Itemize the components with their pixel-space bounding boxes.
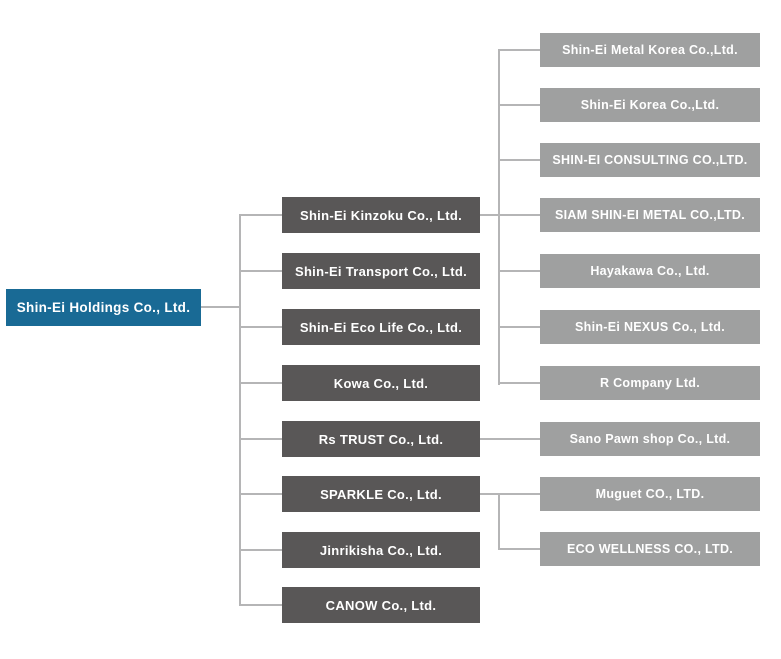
node-shin-ei-nexus: Shin-Ei NEXUS Co., Ltd. xyxy=(540,310,760,344)
connector-trunk-kinzoku-group xyxy=(498,49,500,385)
connector-branch-jinrikisha xyxy=(239,549,283,551)
node-shin-ei-holdings: Shin-Ei Holdings Co., Ltd. xyxy=(6,289,201,326)
connector-branch-sparkle xyxy=(239,493,283,495)
node-rs-trust: Rs TRUST Co., Ltd. xyxy=(282,421,480,457)
connector-root-to-trunk xyxy=(200,306,241,308)
connector-branch-eco-wellness xyxy=(498,548,540,550)
connector-branch-hayakawa xyxy=(498,270,540,272)
node-jinrikisha: Jinrikisha Co., Ltd. xyxy=(282,532,480,568)
connector-trunk-sparkle-group xyxy=(498,493,500,550)
connector-branch-kinzoku xyxy=(239,214,283,216)
connector-trunk-subsidiaries xyxy=(239,214,241,606)
connector-rs-trust-to-sano xyxy=(480,438,540,440)
node-shin-ei-kinzoku: Shin-Ei Kinzoku Co., Ltd. xyxy=(282,197,480,233)
node-shin-ei-metal-korea: Shin-Ei Metal Korea Co.,Ltd. xyxy=(540,33,760,67)
node-r-company: R Company Ltd. xyxy=(540,366,760,400)
node-shin-ei-korea: Shin-Ei Korea Co.,Ltd. xyxy=(540,88,760,122)
node-kowa: Kowa Co., Ltd. xyxy=(282,365,480,401)
node-muguet: Muguet CO., LTD. xyxy=(540,477,760,511)
node-hayakawa: Hayakawa Co., Ltd. xyxy=(540,254,760,288)
node-sano-pawn-shop: Sano Pawn shop Co., Ltd. xyxy=(540,422,760,456)
connector-branch-nexus xyxy=(498,326,540,328)
connector-branch-metal-korea xyxy=(498,49,540,51)
connector-sparkle-to-muguet xyxy=(480,493,540,495)
connector-kinzoku-to-siam xyxy=(480,214,540,216)
node-canow: CANOW Co., Ltd. xyxy=(282,587,480,623)
connector-branch-eco-life xyxy=(239,326,283,328)
node-siam-shin-ei-metal: SIAM SHIN-EI METAL CO.,LTD. xyxy=(540,198,760,232)
node-shin-ei-consulting: SHIN-EI CONSULTING CO.,LTD. xyxy=(540,143,760,177)
node-shin-ei-transport: Shin-Ei Transport Co., Ltd. xyxy=(282,253,480,289)
connector-branch-consulting xyxy=(498,159,540,161)
connector-branch-rs-trust xyxy=(239,438,283,440)
connector-branch-canow xyxy=(239,604,283,606)
node-shin-ei-eco-life: Shin-Ei Eco Life Co., Ltd. xyxy=(282,309,480,345)
connector-branch-korea xyxy=(498,104,540,106)
connector-branch-r-company xyxy=(498,382,540,384)
node-sparkle: SPARKLE Co., Ltd. xyxy=(282,476,480,512)
connector-branch-transport xyxy=(239,270,283,272)
connector-branch-kowa xyxy=(239,382,283,384)
node-eco-wellness: ECO WELLNESS CO., LTD. xyxy=(540,532,760,566)
